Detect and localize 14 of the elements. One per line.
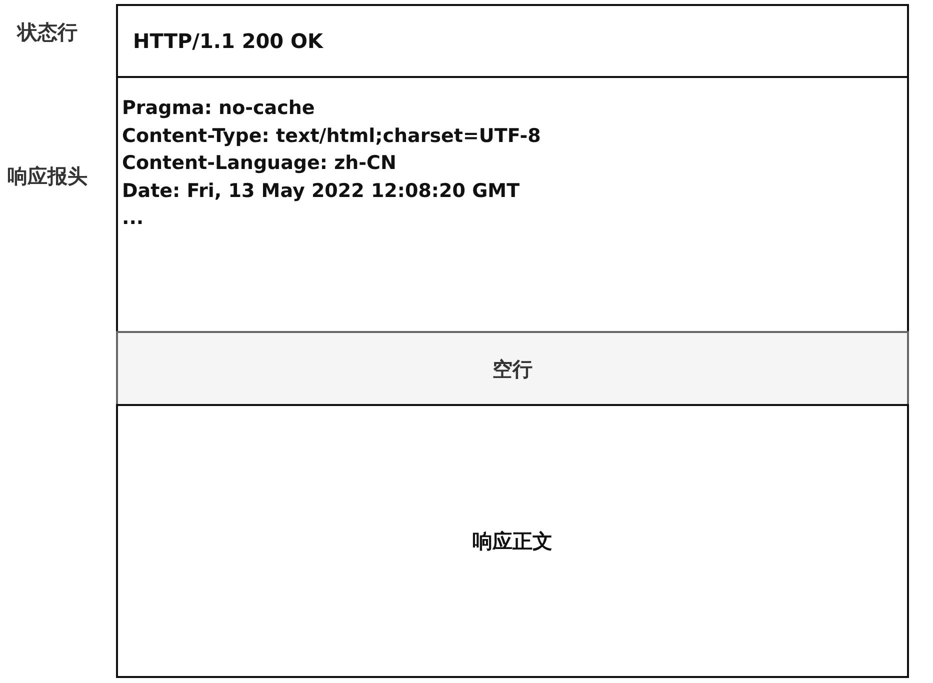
status-line: HTTP/1.1 200 OK — [133, 28, 324, 54]
header-field: Date: Fri, 13 May 2022 12:08:20 GMT — [122, 178, 520, 205]
body-label: 响应正文 — [472, 528, 552, 554]
message-section — [116, 76, 909, 333]
side-label: 响应报头 — [8, 163, 88, 189]
blank-line-label: 空行 — [492, 356, 532, 382]
header-field: ... — [122, 205, 144, 232]
header-field: Pragma: no-cache — [122, 95, 315, 122]
message-section — [116, 404, 909, 678]
message-section — [116, 331, 909, 406]
side-label: 状态行 — [18, 19, 78, 45]
header-field: Content-Language: zh-CN — [122, 150, 396, 178]
header-field: Content-Type: text/html;charset=UTF-8 — [122, 122, 541, 150]
message-section — [116, 4, 909, 78]
